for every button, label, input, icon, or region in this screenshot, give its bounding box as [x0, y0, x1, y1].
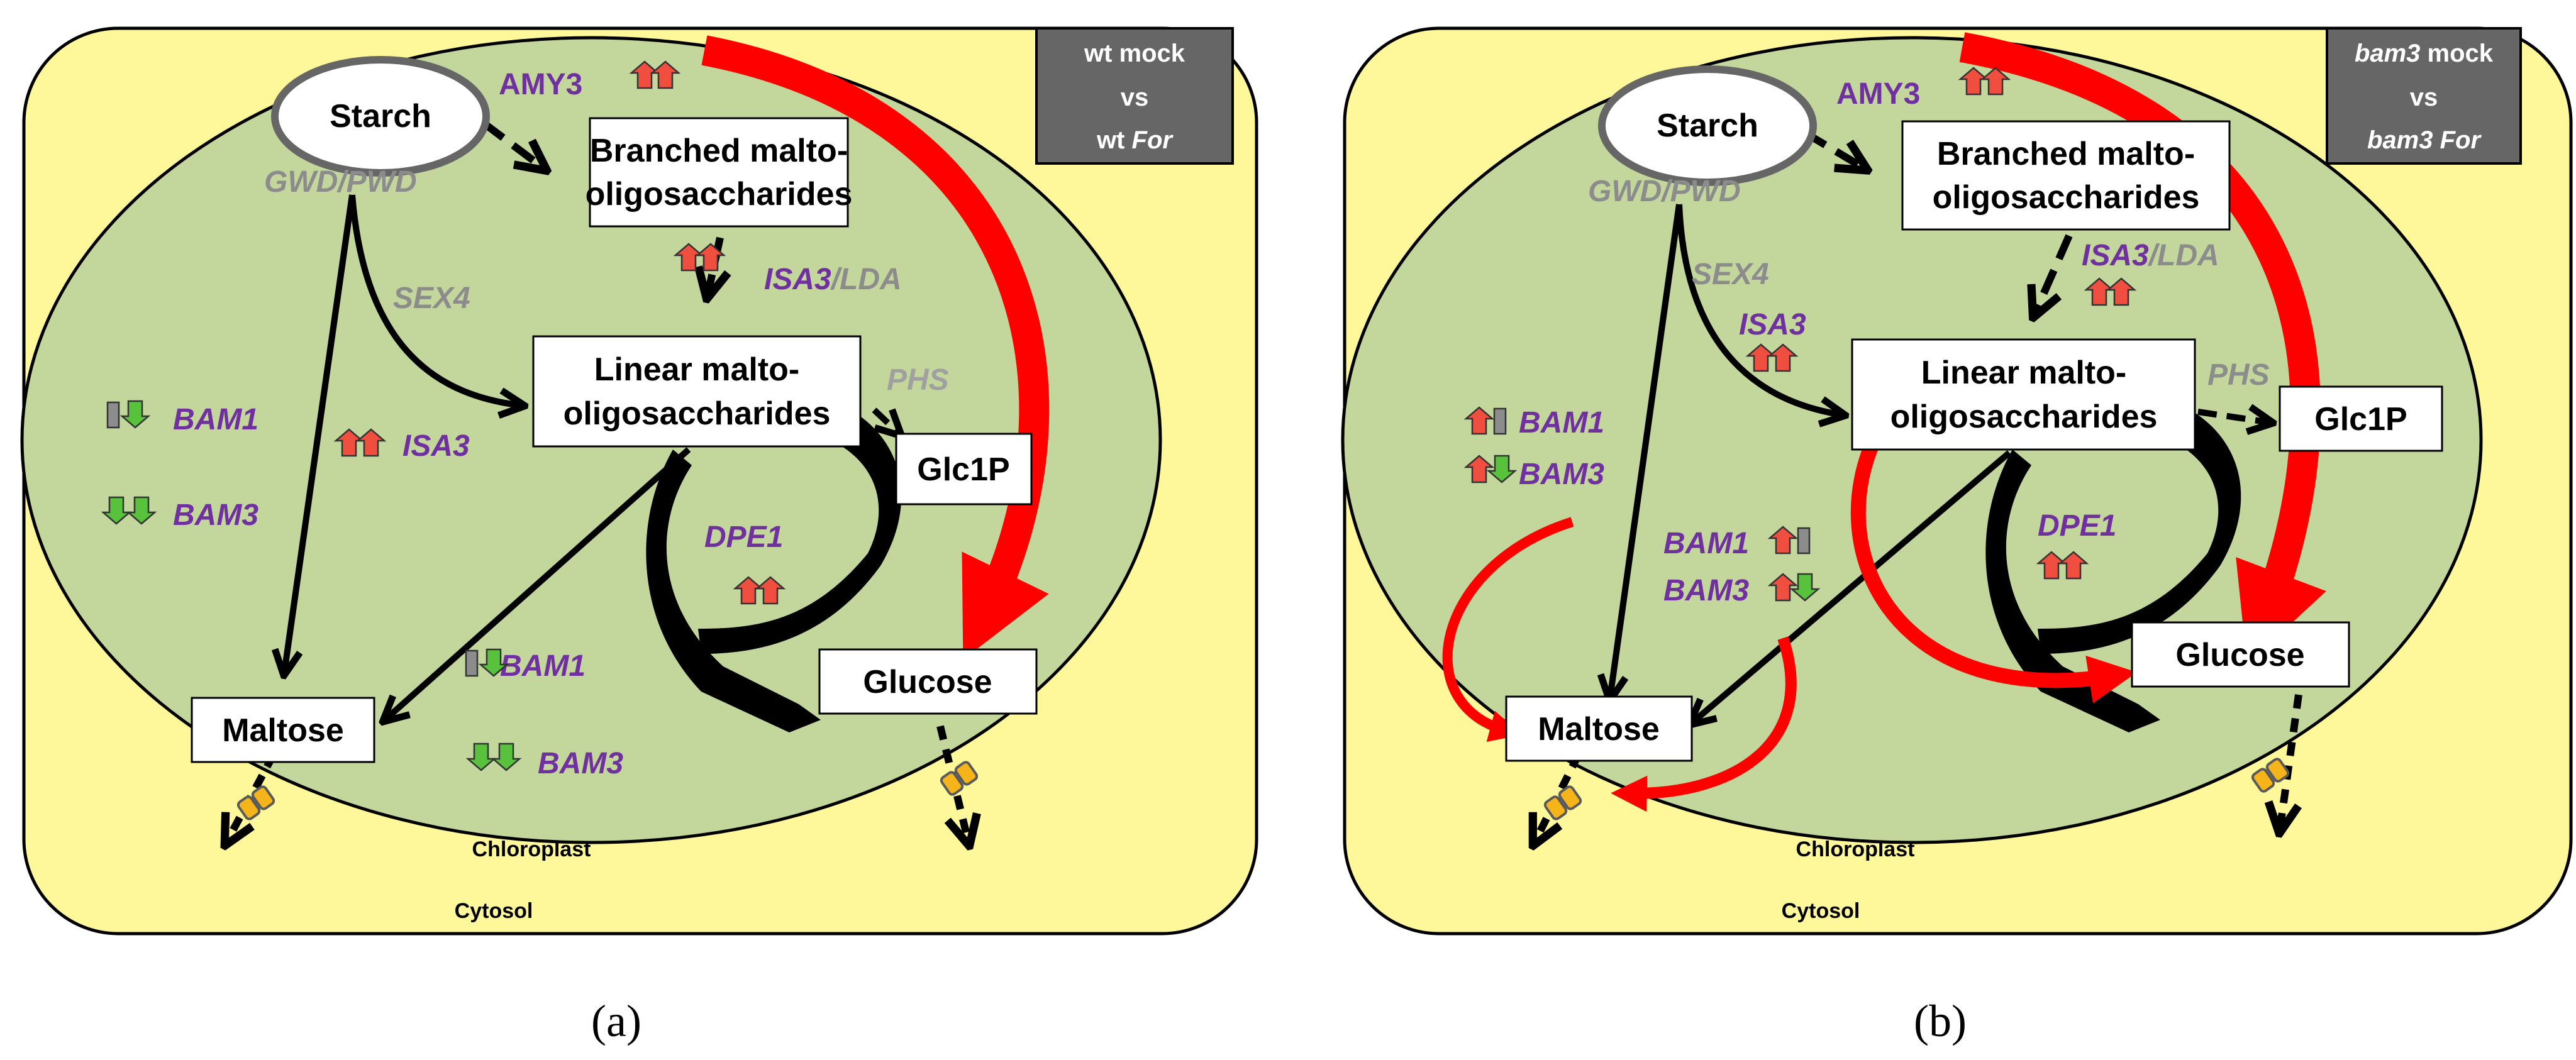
- arrow-starch-maltose: [1610, 204, 1682, 698]
- maltose-label: Maltose: [222, 712, 344, 749]
- enzyme-gwd-pwd: GWD/PWD: [264, 165, 417, 199]
- enzyme-bam3-mid: BAM3: [1663, 574, 1749, 607]
- enzyme-dpe1: DPE1: [2038, 509, 2116, 543]
- glc1p-label: Glc1P: [917, 451, 1009, 488]
- comparison-header-b: bam3 mock vs bam3 For: [2326, 27, 2522, 165]
- red-flux-arrows-b: [1442, 32, 2326, 812]
- flux-amy3-glucose: [701, 35, 1050, 660]
- header-line1: wt mock: [1084, 40, 1185, 67]
- flux-amy3-glucose: [1959, 32, 2326, 665]
- chloroplast-label-b: Chloroplast: [1796, 837, 1915, 861]
- branched-oligosaccharides-node: Branched malto- oligosaccharides: [1901, 120, 2231, 231]
- arrow-linear-maltose: [385, 447, 691, 720]
- enzyme-isa3-left: ISA3: [1739, 308, 1806, 341]
- enzyme-isa3-lda: ISA3/LDA: [764, 263, 902, 296]
- maltose-node: Maltose: [1505, 695, 1693, 762]
- cytosol-label-b: Cytosol: [1782, 899, 1860, 923]
- enzyme-isa3-mid: ISA3: [402, 429, 470, 463]
- linear-label-1: Linear malto-: [594, 351, 800, 388]
- enzyme-amy3: AMY3: [1836, 77, 1920, 111]
- enzyme-bam1-left: BAM1: [173, 403, 258, 436]
- linear-oligosaccharides-node: Linear malto- oligosaccharides: [1851, 338, 2196, 451]
- enzyme-bam3-left: BAM3: [173, 499, 258, 532]
- enzyme-gwd-pwd: GWD/PWD: [1588, 175, 1741, 208]
- flux-bam-left-maltose: [1442, 517, 1574, 742]
- enzyme-bam1-right: BAM1: [500, 649, 586, 683]
- flux-bam-mid-maltose: [1611, 636, 1797, 812]
- maltose-label: Maltose: [1538, 711, 1660, 748]
- branched-oligosaccharides-node: Branched malto- oligosaccharides: [586, 117, 853, 228]
- arrow-starch-linear: [349, 194, 522, 406]
- header-line2: vs: [1121, 84, 1149, 111]
- panel-b-caption: (b): [1914, 996, 1967, 1046]
- dpe1-cycle-a: [646, 402, 902, 732]
- enzyme-phs: PHS: [2207, 358, 2270, 392]
- arrow-starch-maltose: [284, 194, 355, 673]
- branched-label-1: Branched malto-: [590, 133, 848, 169]
- enzyme-sex4: SEX4: [393, 282, 470, 315]
- enzyme-bam3-left: BAM3: [1519, 458, 1604, 491]
- linear-label-2: oligosaccharides: [1890, 399, 2158, 435]
- pathway-arrows-a: [226, 119, 969, 842]
- linear-oligosaccharides-node: Linear malto- oligosaccharides: [532, 335, 862, 448]
- dpe1-cycle-b: [1985, 402, 2241, 732]
- branched-label-2: oligosaccharides: [1933, 179, 2200, 216]
- panel-a-caption: (a): [591, 996, 641, 1046]
- enzyme-bam1-left: BAM1: [1519, 406, 1604, 439]
- starch-node: Starch: [271, 56, 490, 177]
- header-line1: bam3 mock: [2355, 40, 2494, 67]
- chloroplast-label-a: Chloroplast: [472, 837, 591, 861]
- header-line3: wt For: [1096, 126, 1174, 154]
- enzyme-isa3-lda: ISA3/LDA: [2082, 239, 2219, 272]
- arrow-branched-linear: [708, 236, 720, 295]
- header-line3: bam3 For: [2367, 126, 2482, 154]
- branched-label-2: oligosaccharides: [586, 176, 853, 213]
- arrow-linear-maltose: [1692, 450, 2012, 723]
- enzyme-phs: PHS: [887, 363, 949, 397]
- glc1p-node: Glc1P: [895, 433, 1033, 505]
- starch-node: Starch: [1598, 65, 1817, 186]
- starch-label: Starch: [1657, 108, 1758, 144]
- arrow-linear-glc1p: [872, 407, 899, 434]
- glucose-node: Glucose: [818, 648, 1038, 715]
- header-line2: vs: [2410, 84, 2438, 111]
- enzyme-bam3-right: BAM3: [538, 747, 623, 780]
- glucose-label: Glucose: [2175, 637, 2304, 673]
- flux-linear-glucose: [1850, 424, 2137, 704]
- branched-label-1: Branched malto-: [1937, 136, 2195, 172]
- glucose-label: Glucose: [863, 664, 992, 700]
- cytosol-label-a: Cytosol: [455, 899, 533, 923]
- linear-label-2: oligosaccharides: [564, 395, 831, 432]
- glucose-node: Glucose: [2131, 621, 2350, 688]
- starch-label: Starch: [330, 98, 431, 135]
- arrow-starch-linear: [1676, 204, 1843, 415]
- maltose-node: Maltose: [191, 697, 375, 763]
- panel-a: wt mock vs wt For Starch: [20, 26, 1258, 936]
- enzyme-amy3: AMY3: [499, 68, 582, 101]
- arrow-starch-branched: [480, 119, 544, 168]
- glc1p-node: Glc1P: [2279, 385, 2443, 452]
- enzyme-dpe1: DPE1: [704, 521, 783, 554]
- enzyme-bam1-mid: BAM1: [1663, 527, 1749, 560]
- arrow-linear-glc1p: [2197, 412, 2270, 422]
- glc1p-label: Glc1P: [2314, 401, 2407, 438]
- arrow-branched-linear: [2035, 234, 2073, 314]
- panel-b: bam3 mock vs bam3 For: [1341, 26, 2573, 936]
- comparison-header-a: wt mock vs wt For: [1035, 27, 1234, 165]
- enzyme-sex4: SEX4: [1692, 258, 1769, 291]
- linear-label-1: Linear malto-: [1921, 355, 2127, 391]
